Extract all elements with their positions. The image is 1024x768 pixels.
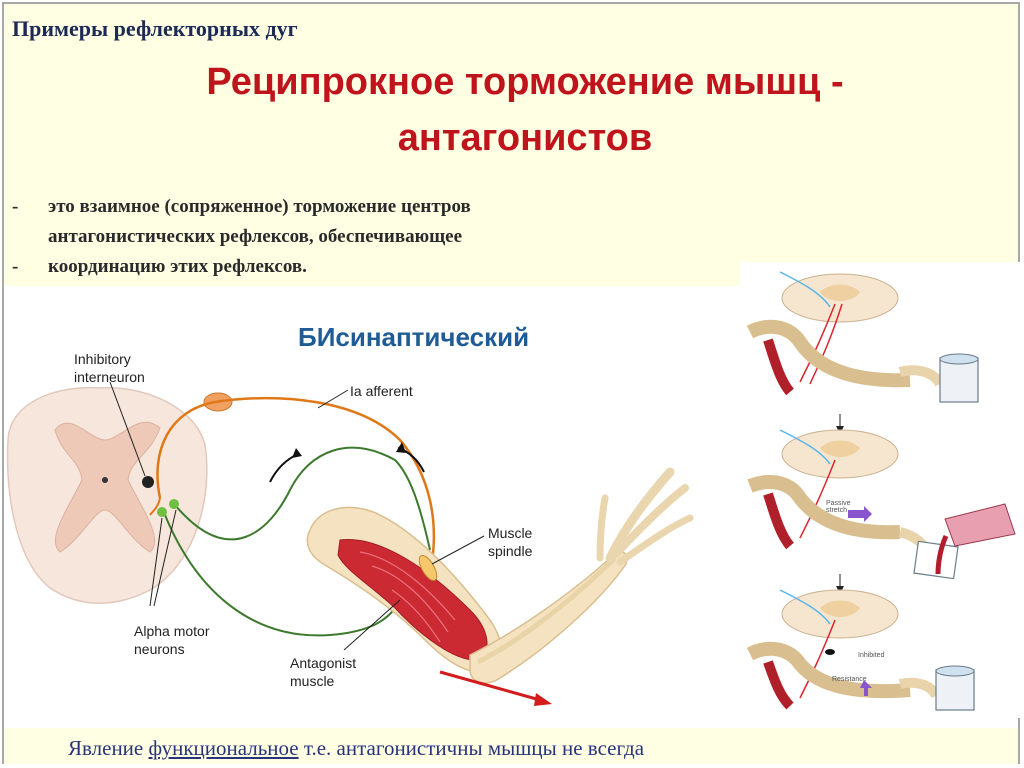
- arrow-head: [292, 448, 302, 458]
- leader-line: [149, 517, 163, 607]
- reciprocal-inhibition-sequence: [740, 262, 1024, 718]
- bullet-text: это взаимное (сопряженное) торможение це…: [48, 196, 471, 217]
- ia-afferent-fiber: [156, 396, 436, 563]
- sequence-panel-3: [746, 589, 975, 711]
- stretch-arrow-icon: [439, 670, 541, 702]
- afferent-branch: [149, 497, 161, 516]
- title-line-2: антагонистов: [397, 117, 653, 159]
- leader-line: [431, 535, 485, 565]
- sequence-panel-1: [746, 271, 979, 434]
- motor-fiber-antagonist: [164, 514, 401, 637]
- leader-line: [109, 381, 146, 477]
- bullet-text: антагонистических рефлексов, обеспечиваю…: [48, 226, 463, 247]
- title-line-1: Реципрокное торможение мышц -: [206, 61, 844, 103]
- ia-afferent-label: Ia afferent: [350, 383, 413, 399]
- footer-text-post: т.е. антагонистичны мышцы не всегда: [298, 736, 645, 760]
- arrow-head: [396, 442, 406, 453]
- alpha-motor-neuron: [169, 499, 179, 509]
- definition-bullet-1: - это взаимное (сопряженное) торможение …: [12, 192, 732, 222]
- passive-stretch-label: Passive stretch: [826, 500, 851, 514]
- definition-bullet-2: антагонистических рефлексов, обеспечиваю…: [12, 222, 732, 252]
- footer-text-pre: Явление: [68, 736, 149, 760]
- footer-underlined-term: функциональное: [148, 736, 299, 760]
- leader-line: [317, 389, 349, 409]
- bisynaptic-label: БИсинаптический: [298, 322, 530, 352]
- spinal-cord-section: [6, 386, 208, 604]
- antagonist-muscle-label: Antagonist muscle: [290, 655, 357, 689]
- footer-panel: [4, 728, 1018, 764]
- muscle-spindle-label: Muscle spindle: [488, 525, 533, 559]
- slide-subtitle: Примеры рефлекторных дуг: [12, 16, 298, 41]
- definition-list: - это взаимное (сопряженное) торможение …: [12, 192, 732, 282]
- inhibited-label: Inhibited: [858, 652, 885, 659]
- reflex-arc-illustration: [6, 381, 694, 706]
- resistance-label: Resistance: [832, 676, 867, 683]
- alpha-motor-neuron: [157, 507, 167, 517]
- definition-bullet-3: - координацию этих рефлексов.: [12, 252, 732, 282]
- leader-line: [153, 509, 177, 607]
- footer-note: Явление функциональное т.е. антагонистич…: [68, 736, 644, 761]
- inhibitory-interneuron: [142, 476, 154, 488]
- motor-fiber-agonist: [174, 446, 431, 551]
- alpha-motor-neurons-label: Alpha motor neurons: [134, 623, 210, 657]
- slide-title: Реципрокное торможение мышц - антагонист…: [60, 54, 990, 166]
- leader-line: [343, 599, 401, 651]
- arrow-head: [534, 693, 552, 706]
- header-panel: [4, 4, 1018, 286]
- arm-illustration: [306, 467, 694, 684]
- bullet-dash: -: [12, 196, 19, 217]
- bullet-dash: -: [12, 256, 19, 277]
- bullet-text: координацию этих рефлексов.: [48, 256, 307, 277]
- sequence-panel-2: [747, 429, 1016, 594]
- arrow-up-icon: [269, 453, 299, 483]
- inhibitory-interneuron-label: Inhibitory interneuron: [74, 351, 145, 385]
